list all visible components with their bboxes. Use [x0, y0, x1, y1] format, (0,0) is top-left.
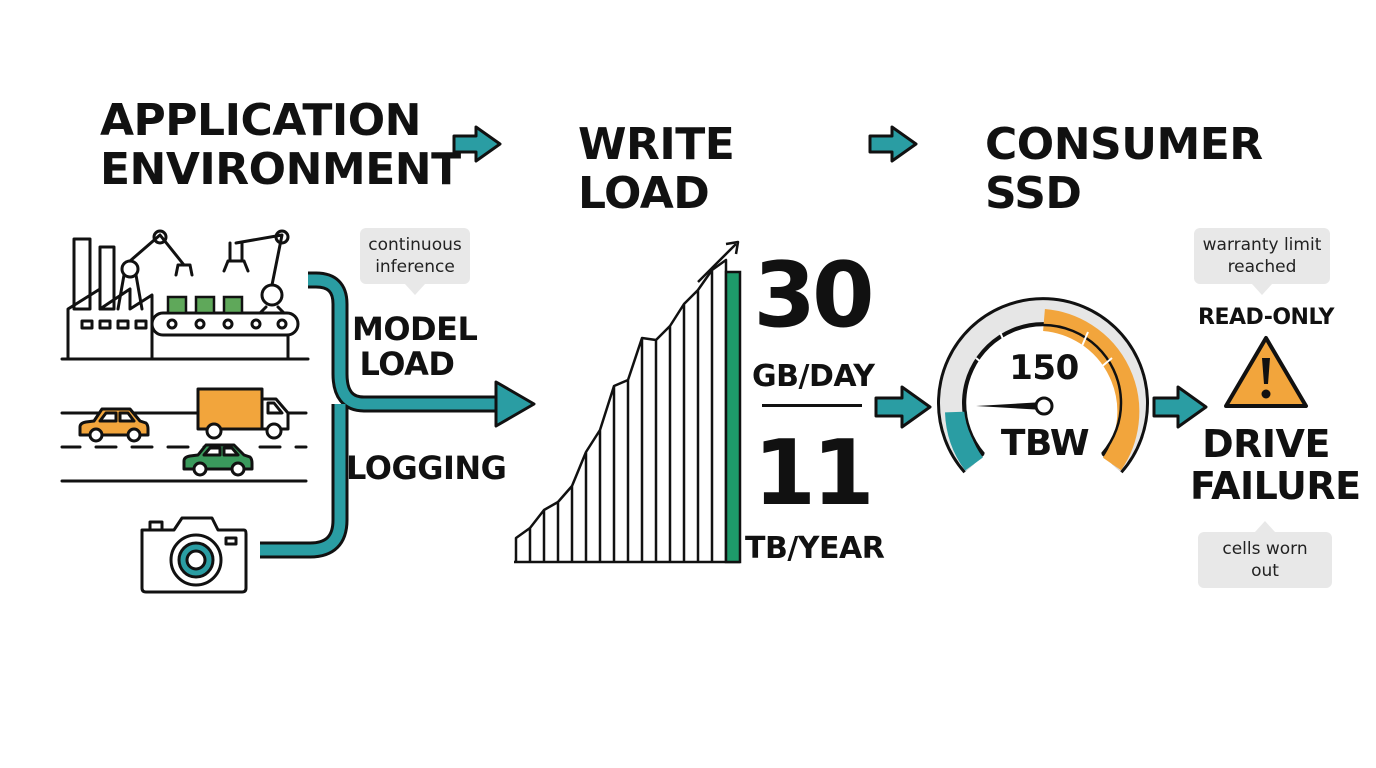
drive-failure-line-2: FAILURE — [1190, 463, 1361, 508]
divider-line — [762, 404, 862, 407]
gauge-value: 150 — [1009, 348, 1079, 388]
header-write-load: WRITE LOAD — [578, 119, 735, 220]
bubble-line-1: continuous — [368, 235, 462, 255]
warranty-line-1: warranty limit — [1202, 235, 1322, 255]
daily-write-value: 30 — [753, 243, 874, 348]
bubble-line-2: inference — [375, 257, 455, 278]
factory-robot-arms-icon — [60, 229, 310, 361]
arrow-right-icon — [868, 125, 918, 163]
camera-icon — [140, 516, 248, 594]
continuous-inference-bubble: continuous inference — [360, 228, 470, 296]
daily-write-unit: GB/DAY — [752, 359, 875, 394]
drive-failure-line-1: DRIVE — [1202, 422, 1330, 466]
warranty-line-2: reached — [1227, 257, 1297, 278]
arrow-right-icon — [874, 385, 932, 429]
header-line-1: APPLICATION — [100, 95, 422, 146]
model-load-line-2: LOAD — [359, 345, 455, 384]
header-consumer-ssd: CONSUMER SSD — [985, 119, 1263, 220]
merge-connector — [260, 271, 536, 559]
write-load-bar-chart — [514, 240, 742, 564]
header-application-environment: APPLICATION ENVIRONMENT — [100, 95, 461, 196]
read-only-label: READ-ONLY — [1198, 305, 1334, 330]
logging-label: LOGGING — [346, 449, 507, 487]
current-bar — [724, 270, 742, 564]
gauge-unit: TBW — [1000, 423, 1090, 464]
traffic-road-icon — [60, 387, 308, 483]
tbw-gauge-icon — [937, 297, 1149, 474]
cells-worn-out-bubble: cells worn out — [1198, 520, 1332, 589]
header-line-2: ENVIRONMENT — [100, 144, 461, 196]
yearly-write-unit: TB/YEAR — [745, 531, 885, 566]
drive-failure-label: DRIVE FAILURE — [1190, 422, 1361, 508]
warning-triangle-icon — [1224, 336, 1308, 408]
model-load-line-1: MODEL — [352, 310, 478, 348]
yearly-write-value: 11 — [753, 421, 874, 526]
warranty-limit-bubble: warranty limit reached — [1194, 228, 1330, 296]
arrow-right-icon — [1152, 385, 1208, 429]
model-load-label: MODEL LOAD — [352, 310, 478, 384]
arrow-right-icon — [452, 125, 502, 163]
write-load-bars — [514, 258, 740, 564]
